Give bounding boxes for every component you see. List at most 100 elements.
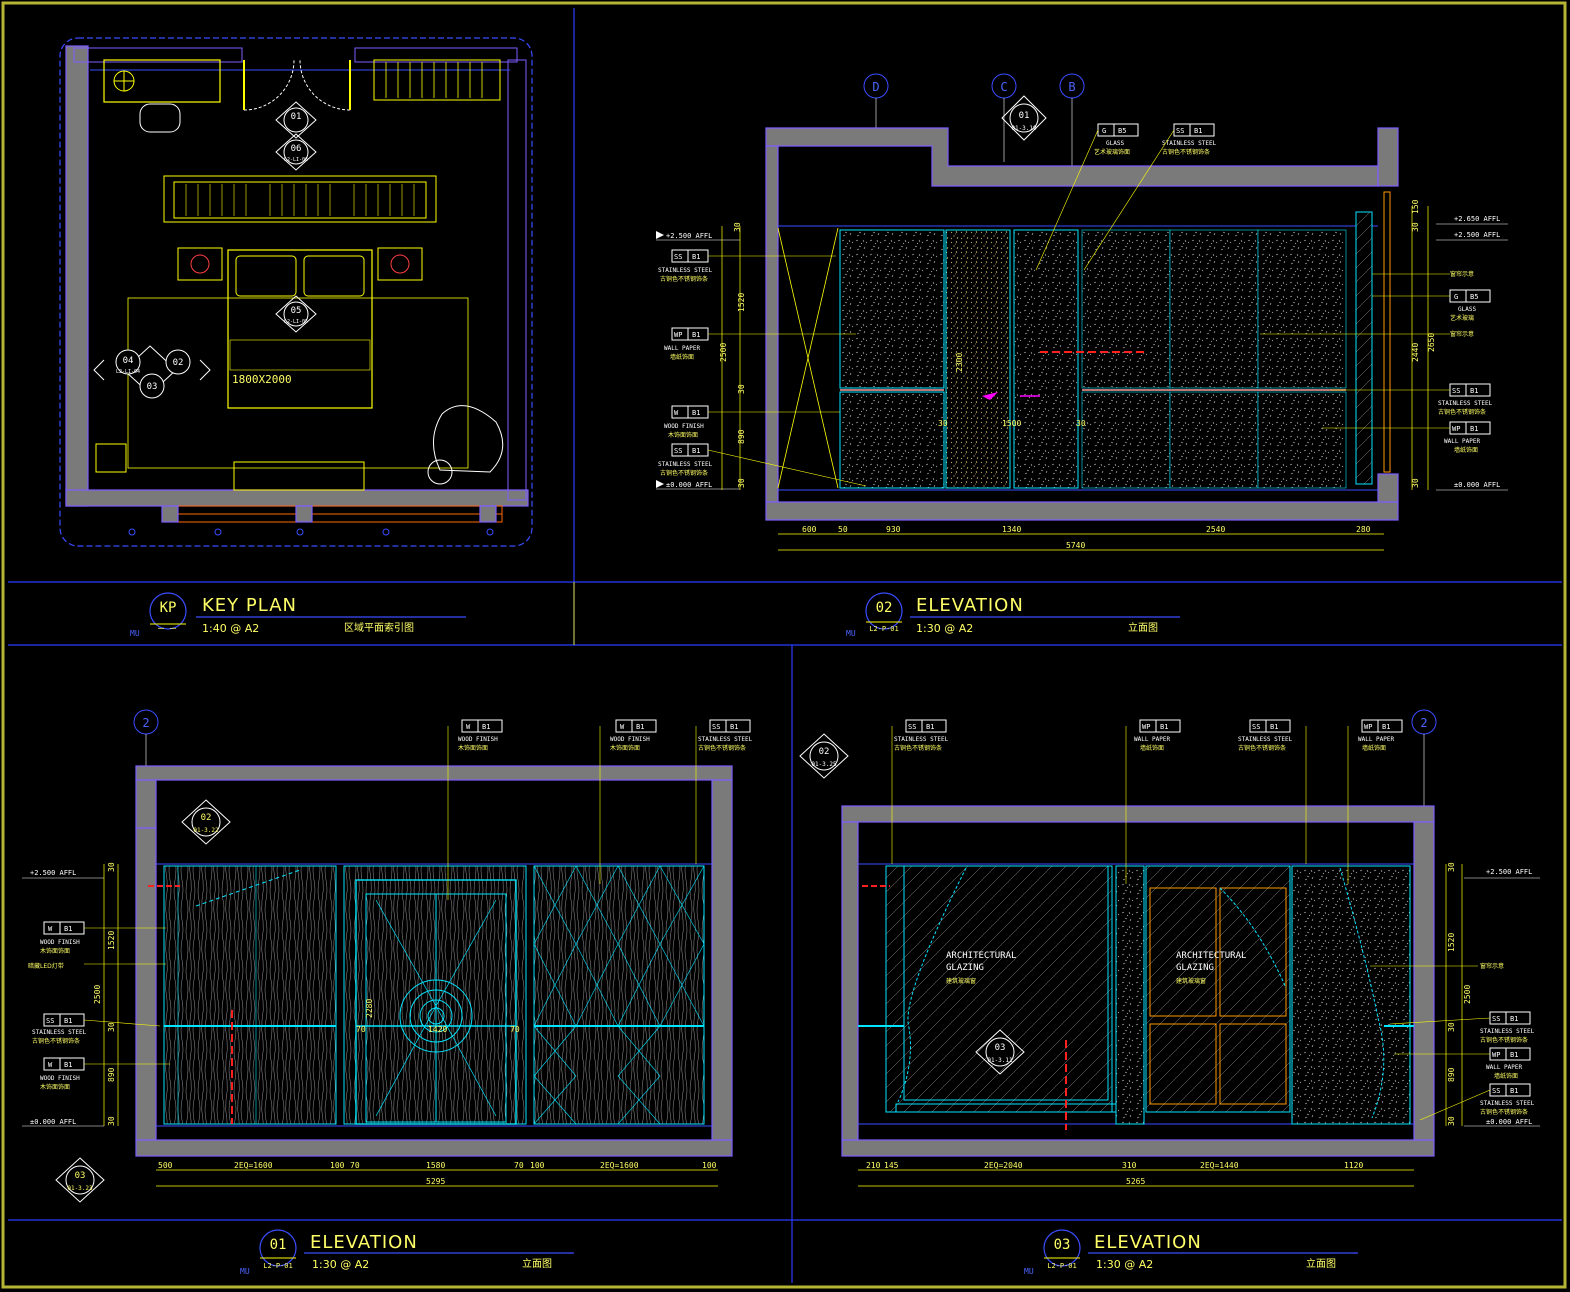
svg-text:2: 2	[1420, 716, 1427, 730]
svg-text:墙纸饰面: 墙纸饰面	[670, 353, 694, 361]
section-mark-02-elev01: 02 01-3.22	[181, 799, 231, 845]
section-mark-02-elev03: 02 01-3.25	[799, 733, 849, 779]
svg-text:30: 30	[107, 862, 116, 872]
svg-text:01-3.19: 01-3.19	[1011, 125, 1037, 132]
elev02-title: ELEVATION	[916, 595, 1024, 616]
elev03-cn-title: 立面图	[1306, 1257, 1336, 1270]
svg-text:窗帘示意: 窗帘示意	[1450, 330, 1474, 338]
section-mark-03-elev03: 03 01-3.11	[975, 1029, 1025, 1075]
svg-text:GLAZING: GLAZING	[1176, 963, 1214, 973]
level-markers-right: +2.650 AFFL +2.500 AFFL ±0.000 AFFL	[1436, 215, 1508, 491]
svg-text:B1: B1	[1510, 1087, 1518, 1095]
svg-text:SS: SS	[1176, 127, 1184, 135]
svg-text:02: 02	[201, 813, 212, 823]
elevation-01: 2 02	[22, 709, 753, 1203]
svg-text:GLASS: GLASS	[1106, 140, 1124, 147]
svg-text:500: 500	[158, 1161, 173, 1170]
svg-text:01-3.23: 01-3.23	[67, 1185, 93, 1192]
svg-text:±0.000 AFFL: ±0.000 AFFL	[666, 481, 712, 489]
section-mark-01: 01 01-3.19	[1001, 95, 1047, 141]
svg-text:SS: SS	[1252, 723, 1260, 731]
svg-text:30: 30	[1447, 862, 1456, 872]
svg-text:890: 890	[1447, 1067, 1456, 1082]
grid-bubble-d: D	[863, 73, 889, 99]
svg-text:STAINLESS STEEL: STAINLESS STEEL	[32, 1029, 87, 1036]
kp-cn-title: 区域平面索引图	[344, 621, 414, 634]
svg-text:B1: B1	[64, 925, 72, 933]
svg-text:WP: WP	[1142, 723, 1150, 731]
elev01-ref: L2-P-01	[263, 1262, 293, 1270]
svg-text:GLAZING: GLAZING	[946, 963, 984, 973]
svg-text:1120: 1120	[1344, 1161, 1363, 1170]
svg-text:G: G	[1454, 293, 1458, 301]
svg-text:70: 70	[350, 1161, 360, 1170]
svg-text:02: 02	[819, 747, 830, 757]
svg-text:01-3.22: 01-3.22	[193, 827, 219, 834]
svg-text:SS: SS	[1452, 387, 1460, 395]
svg-text:5740: 5740	[1066, 541, 1085, 550]
svg-text:30: 30	[1447, 1116, 1456, 1126]
elev03-scale: 1:30 @ A2	[1096, 1258, 1153, 1271]
svg-text:B: B	[1068, 80, 1075, 94]
svg-text:+2.650 AFFL: +2.650 AFFL	[1454, 215, 1500, 223]
svg-text:30: 30	[938, 419, 948, 428]
svg-text:古铜色不锈钢饰条: 古铜色不锈钢饰条	[1238, 744, 1286, 752]
svg-text:30: 30	[737, 384, 746, 394]
svg-text:2500: 2500	[719, 343, 728, 362]
key-plan: 1800X2000 01 06 L2-LI-06	[59, 37, 533, 547]
svg-text:W: W	[466, 723, 471, 731]
svg-text:SS: SS	[674, 447, 682, 455]
svg-text:03: 03	[147, 382, 158, 392]
svg-text:03: 03	[75, 1171, 86, 1181]
svg-text:B1: B1	[692, 409, 700, 417]
svg-text:STAINLESS STEEL: STAINLESS STEEL	[1480, 1100, 1535, 1107]
svg-text:SS: SS	[908, 723, 916, 731]
elev02-scale: 1:30 @ A2	[916, 622, 973, 635]
elev03-title-block: 03 L2-P-01 ELEVATION 1:30 @ A2 立面图 MU	[1024, 1229, 1358, 1276]
svg-text:SS: SS	[712, 723, 720, 731]
elev03-mark: MU	[1024, 1267, 1034, 1276]
svg-text:古铜色不锈钢饰条: 古铜色不锈钢饰条	[894, 744, 942, 752]
svg-text:1580: 1580	[426, 1161, 445, 1170]
svg-text:01-3.11: 01-3.11	[987, 1057, 1013, 1064]
svg-text:1520: 1520	[107, 931, 116, 950]
svg-text:2280: 2280	[365, 999, 374, 1018]
svg-text:B1: B1	[692, 253, 700, 261]
svg-text:WALL PAPER: WALL PAPER	[1486, 1064, 1523, 1071]
svg-text:GLASS: GLASS	[1458, 306, 1476, 313]
svg-text:STAINLESS STEEL: STAINLESS STEEL	[698, 736, 753, 743]
panel-grid	[8, 8, 1562, 1283]
svg-text:B1: B1	[692, 331, 700, 339]
svg-text:艺术玻璃饰面: 艺术玻璃饰面	[1094, 148, 1130, 156]
svg-text:古铜色不锈钢饰条: 古铜色不锈钢饰条	[1480, 1036, 1528, 1044]
svg-text:2650: 2650	[1427, 333, 1436, 352]
svg-text:C: C	[1000, 80, 1007, 94]
elev01-title: ELEVATION	[310, 1232, 418, 1253]
grid-bubble-b: B	[1059, 73, 1085, 99]
svg-text:墙纸饰面: 墙纸饰面	[1140, 744, 1164, 752]
svg-text:±0.000 AFFL: ±0.000 AFFL	[1486, 1118, 1532, 1126]
svg-text:2500: 2500	[93, 985, 102, 1004]
svg-text:古铜色不锈钢饰条: 古铜色不锈钢饰条	[1438, 408, 1486, 416]
svg-text:B5: B5	[1470, 293, 1478, 301]
svg-text:WALL PAPER: WALL PAPER	[1134, 736, 1171, 743]
svg-text:B5: B5	[1118, 127, 1126, 135]
svg-text:100: 100	[702, 1161, 717, 1170]
svg-text:墙纸饰面: 墙纸饰面	[1454, 446, 1478, 454]
svg-text:2300: 2300	[955, 353, 964, 372]
svg-text:B1: B1	[64, 1017, 72, 1025]
svg-text:木饰面饰面: 木饰面饰面	[40, 1083, 70, 1091]
svg-text:B1: B1	[692, 447, 700, 455]
svg-text:B1: B1	[1470, 387, 1478, 395]
svg-text:木饰面饰面: 木饰面饰面	[668, 431, 698, 439]
svg-text:WOOD FINISH: WOOD FINISH	[610, 736, 650, 743]
svg-text:890: 890	[107, 1067, 116, 1082]
glazing-label-right: ARCHITECTURAL	[1176, 951, 1246, 961]
elev02-code: 02	[876, 600, 893, 616]
